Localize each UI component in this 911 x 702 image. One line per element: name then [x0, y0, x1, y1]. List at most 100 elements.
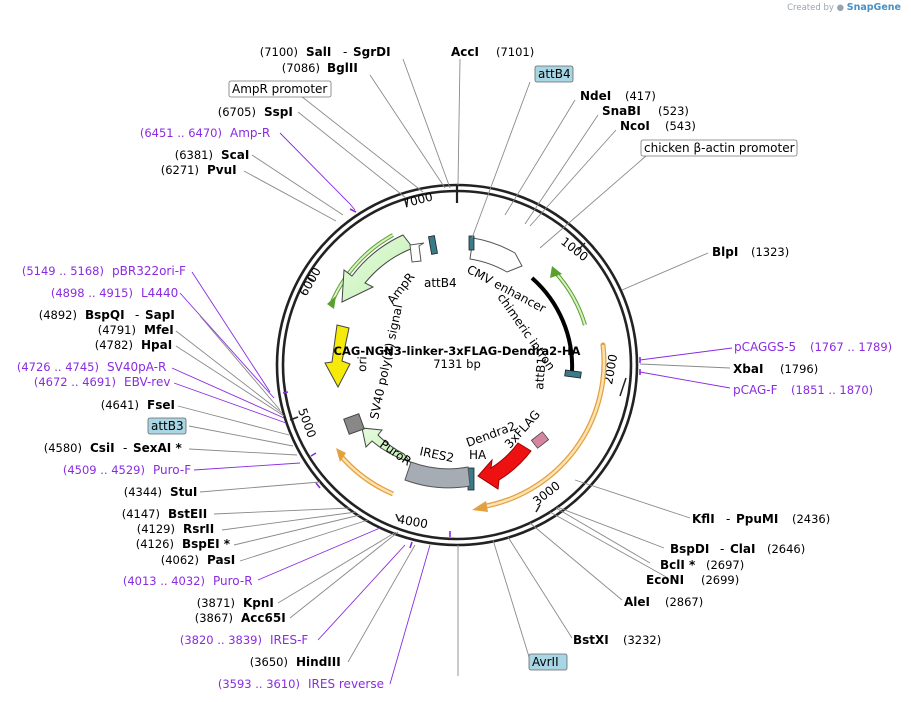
label-pos-csii: (4580) [44, 441, 82, 455]
label-pos-puro-f: (4509 .. 4529) [63, 463, 145, 477]
label-blpi[interactable]: BlpI [712, 245, 738, 259]
tick-label-4000: 4000 [396, 512, 429, 531]
label-alei[interactable]: AleI [624, 595, 650, 609]
label-ppumi[interactable]: PpuMI [736, 512, 778, 526]
label-sv40pa-r[interactable]: SV40pA-R [107, 360, 166, 374]
label-l4440[interactable]: L4440 [141, 286, 178, 300]
label-pcaggs-5[interactable]: pCAGGS-5 [734, 340, 796, 354]
feature-label-attb4: attB4 [424, 276, 457, 290]
label-bspei[interactable]: BspEI * [182, 537, 231, 551]
sv40-ori-block[interactable] [343, 413, 365, 435]
label-ires-reverse[interactable]: IRES reverse [308, 677, 384, 691]
label-pvui[interactable]: PvuI [207, 163, 237, 177]
label-pos-bspei: (4126) [136, 537, 174, 551]
dendra2-arrow[interactable] [477, 442, 532, 490]
label-ampr-promoter[interactable]: AmpR promoter [232, 82, 327, 96]
label-pos-econi: (2699) [701, 573, 739, 587]
label-snabi[interactable]: SnaBI [602, 104, 641, 118]
label-mfei[interactable]: MfeI [144, 323, 174, 337]
label-econi[interactable]: EcoNI [646, 573, 684, 587]
label-ncoi[interactable]: NcoI [620, 119, 650, 133]
label-chicken-actin-promoter[interactable]: chicken β-actin promoter [644, 141, 795, 155]
label-pos-ires-f: (3820 .. 3839) [180, 633, 262, 647]
label-amp-r[interactable]: Amp-R [230, 126, 270, 140]
label-ndei[interactable]: NdeI [580, 89, 611, 103]
label-fsei[interactable]: FseI [147, 398, 175, 412]
label-kfli[interactable]: KflI [692, 512, 715, 526]
3xflag-marker[interactable] [530, 431, 550, 449]
label-pos-pbr322ori-f: (5149 .. 5168) [22, 264, 104, 278]
label-bspqi[interactable]: BspQI [85, 308, 125, 322]
separator-dash-2: - [135, 308, 139, 322]
label-pbr322ori-f[interactable]: pBR322ori-F [112, 264, 186, 278]
ampr-promoter-block[interactable] [409, 242, 425, 263]
label-pos-bstxi: (3232) [623, 633, 661, 647]
label-rsrii[interactable]: RsrII [183, 522, 214, 536]
label-puro-f[interactable]: Puro-F [153, 463, 191, 477]
label-bspdi[interactable]: BspDI [670, 542, 709, 556]
label-csii[interactable]: CsiI [90, 441, 115, 455]
label-hpai[interactable]: HpaI [141, 338, 172, 352]
primer-arcs [336, 342, 607, 512]
label-pos-puro-r: (4013 .. 4032) [123, 574, 205, 588]
attb4-marker-2[interactable] [468, 235, 475, 251]
label-sapi[interactable]: SapI [145, 308, 175, 322]
label-scai[interactable]: ScaI [221, 148, 249, 162]
puror-arrow[interactable] [361, 427, 412, 463]
label-stui[interactable]: StuI [170, 485, 197, 499]
label-sgrdi[interactable]: SgrDI [353, 45, 391, 59]
label-bcli[interactable]: BclI * [660, 558, 696, 572]
label-attb4[interactable]: attB4 [538, 67, 571, 81]
center-title: CAG-NGN3-linker-3xFLAG-Dendra2-HA 7131 b… [334, 344, 581, 371]
label-pos-mfei: (4791) [98, 323, 136, 337]
label-pcag-f[interactable]: pCAG-F [733, 383, 778, 397]
label-pos-bglii: (7086) [282, 61, 320, 75]
label-acci[interactable]: AccI [451, 45, 479, 59]
label-acc65i[interactable]: Acc65I [241, 611, 286, 625]
label-hindiii[interactable]: HindIII [296, 655, 341, 669]
attb4-marker[interactable] [428, 235, 438, 255]
ires2-block[interactable] [404, 461, 471, 489]
label-pos-ppumi: (2436) [792, 512, 830, 526]
label-sexai[interactable]: SexAI * [133, 441, 182, 455]
label-attb3[interactable]: attB3 [151, 419, 184, 433]
label-pos-bspqi: (4892) [39, 308, 77, 322]
label-pos-xbai: (1796) [780, 362, 818, 376]
label-pos-fsei: (4641) [101, 398, 139, 412]
cmv-enhancer-arrow[interactable] [469, 237, 523, 273]
label-pos-pcaggs-5: (1767 .. 1789) [810, 340, 892, 354]
label-pos-acci: (7101) [496, 45, 534, 59]
leader-lines [171, 58, 733, 685]
label-sspi[interactable]: SspI [264, 105, 293, 119]
ori-arrow[interactable] [324, 324, 351, 389]
left-labels: (7100) SalI - SgrDI (7086) BglII (6705) … [17, 45, 391, 691]
tick-label-3000: 3000 [530, 479, 563, 509]
label-bstxi[interactable]: BstXI [573, 633, 609, 647]
label-sali[interactable]: SalI [306, 45, 331, 59]
label-pasi[interactable]: PasI [207, 553, 235, 567]
label-puro-r[interactable]: Puro-R [213, 574, 253, 588]
label-kpni[interactable]: KpnI [243, 596, 274, 610]
tick-marks [289, 185, 627, 522]
label-ires-f[interactable]: IRES-F [270, 633, 308, 647]
label-bglii[interactable]: BglII [327, 61, 358, 75]
label-bsteii[interactable]: BstEII [168, 507, 207, 521]
label-pos-bcli: (2697) [706, 558, 744, 572]
attb1-marker[interactable] [564, 369, 582, 379]
label-ebv-rev[interactable]: EBV-rev [124, 375, 170, 389]
primer-ticks [282, 208, 641, 549]
chimeric-intron-arc[interactable] [530, 276, 575, 373]
label-pos-ncoi: (543) [665, 119, 696, 133]
feature-label-puror: PuroR [377, 437, 414, 469]
label-pos-sv40pa-r: (4726 .. 4745) [17, 360, 99, 374]
label-pos-sspi: (6705) [218, 105, 256, 119]
credit-brand: SnapGene [846, 2, 901, 13]
label-clai[interactable]: ClaI [730, 542, 755, 556]
green-arcs [327, 233, 587, 326]
ampr-arrow[interactable] [341, 234, 414, 303]
feature-label-ha: HA [469, 448, 487, 462]
label-pos-bsteii: (4147) [122, 507, 160, 521]
label-pos-rsrii: (4129) [137, 522, 175, 536]
label-attb2[interactable]: AvrII [532, 655, 559, 669]
label-xbai[interactable]: XbaI [733, 362, 763, 376]
